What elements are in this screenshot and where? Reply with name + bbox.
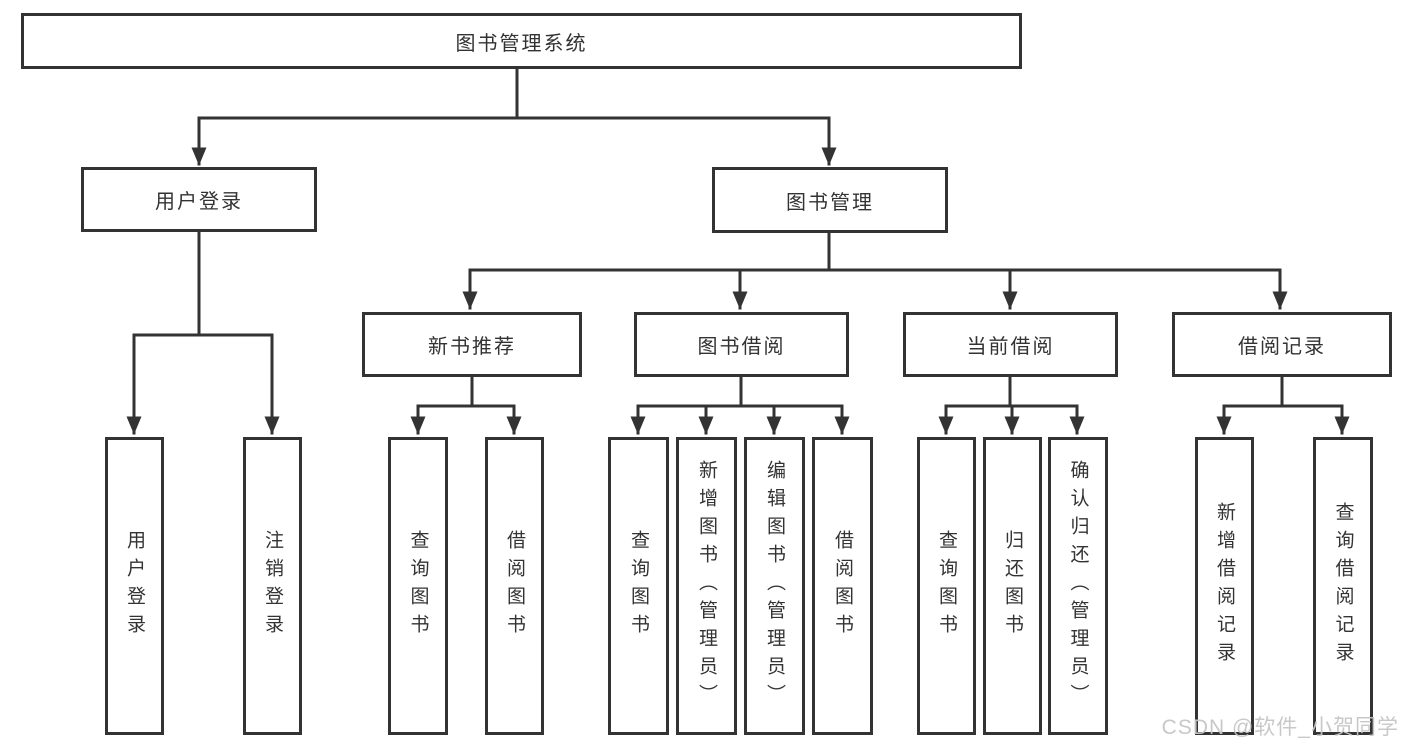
node-label: 新增借阅记录	[1214, 502, 1235, 670]
node-label: 编辑图书（管理员）	[764, 460, 785, 712]
node-label: 借阅图书	[504, 530, 525, 642]
node-label: 查询借阅记录	[1332, 502, 1354, 670]
leaf-return-books: 归还图书	[983, 437, 1042, 735]
node-library-management-system: 图书管理系统	[21, 13, 1022, 69]
node-label: 新增图书（管理员）	[696, 460, 717, 712]
node-label: 查询图书	[936, 530, 957, 642]
node-book-management: 图书管理	[712, 167, 948, 233]
node-label: 借阅图书	[832, 530, 853, 642]
node-new-book-recommend: 新书推荐	[362, 312, 582, 377]
leaf-query-books-borrow: 查询图书	[608, 437, 669, 735]
node-label: 用户登录	[124, 530, 145, 642]
leaf-borrow-books: 借阅图书	[812, 437, 873, 735]
leaf-query-borrow-record: 查询借阅记录	[1313, 437, 1373, 735]
leaf-user-login: 用户登录	[105, 437, 164, 735]
node-borrow-records: 借阅记录	[1172, 312, 1392, 377]
node-current-borrowing: 当前借阅	[903, 312, 1118, 377]
leaf-logout: 注销登录	[243, 437, 302, 735]
leaf-add-books-admin: 新增图书（管理员）	[676, 437, 737, 735]
node-label: 查询图书	[407, 530, 429, 642]
leaf-edit-books-admin: 编辑图书（管理员）	[744, 437, 805, 735]
node-label: 注销登录	[262, 530, 283, 642]
node-label: 确认归还（管理员）	[1067, 460, 1089, 712]
leaf-query-books-current: 查询图书	[917, 437, 976, 735]
leaf-add-borrow-record: 新增借阅记录	[1195, 437, 1254, 735]
leaf-confirm-return-admin: 确认归还（管理员）	[1048, 437, 1108, 735]
leaf-query-books-recommend: 查询图书	[388, 437, 448, 735]
node-label: 查询图书	[628, 530, 649, 642]
leaf-borrow-books-recommend: 借阅图书	[485, 437, 544, 735]
node-user-login: 用户登录	[81, 167, 317, 232]
node-book-borrowing: 图书借阅	[634, 312, 849, 377]
node-label: 归还图书	[1002, 530, 1023, 642]
